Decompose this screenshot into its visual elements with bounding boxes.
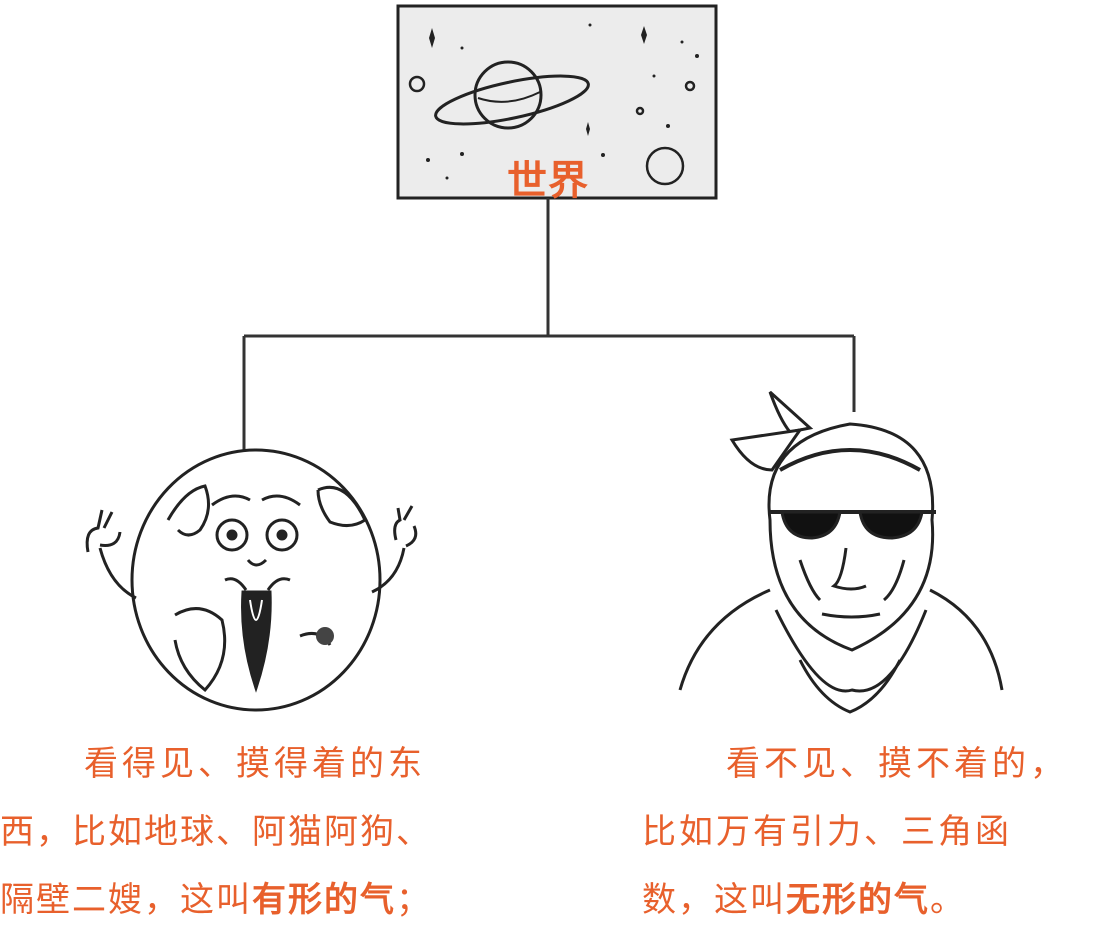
sunglasses-icon <box>768 510 936 540</box>
left-caption-line-1: 看得见、摸得着的东 <box>84 744 426 784</box>
planet-icons <box>408 75 696 186</box>
earth-character <box>85 448 418 712</box>
saturn-icon <box>434 60 590 130</box>
world-panel <box>396 4 718 200</box>
star-icons <box>429 26 647 136</box>
intangible-qi-term: 无形的气 <box>786 880 930 920</box>
left-caption-line-3: 隔壁二嫂，这叫有形的气； <box>0 866 432 934</box>
right-caption-line-2: 比如万有引力、三角函 <box>642 812 1012 852</box>
left-arm <box>85 509 137 600</box>
left-caption-line-2: 西，比如地球、阿猫阿狗、 <box>0 812 432 852</box>
tree-connectors <box>242 198 856 456</box>
tangible-qi-term: 有形的气 <box>252 880 396 920</box>
right-caption-line-1: 看不见、摸不着的， <box>726 744 1068 784</box>
right-caption-line-3: 数，这叫无形的气。 <box>642 866 966 934</box>
right-arm <box>371 505 418 594</box>
right-caption-suffix: 。 <box>930 880 966 920</box>
right-caption-prefix: 数，这叫 <box>642 880 786 920</box>
space-dust <box>426 23 699 180</box>
left-caption-prefix: 隔壁二嫂，这叫 <box>0 880 252 920</box>
world-label: 世界 <box>507 158 589 204</box>
hair-bow-icon <box>729 390 814 472</box>
earth-face <box>211 494 301 693</box>
left-caption-suffix: ； <box>396 880 432 920</box>
man-character <box>678 390 1004 714</box>
